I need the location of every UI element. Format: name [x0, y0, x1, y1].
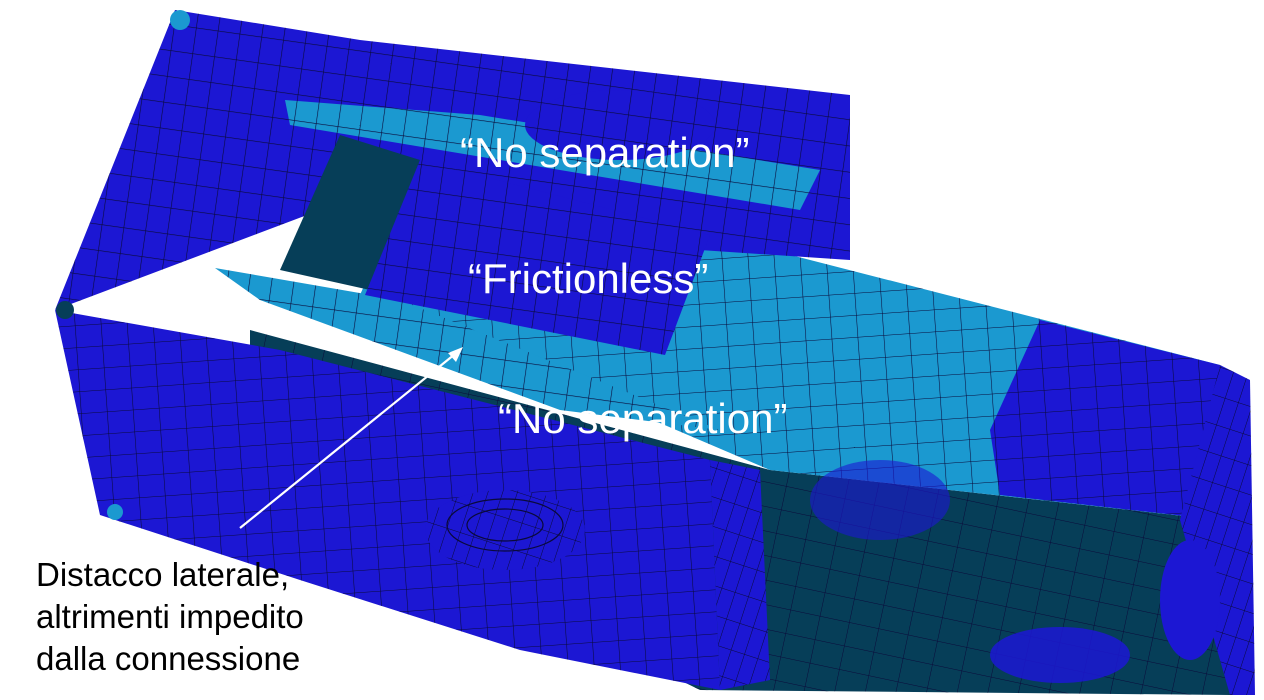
annotation-line: altrimenti impedito	[36, 598, 304, 635]
annotation-note: Distacco laterale, altrimenti impedito d…	[36, 554, 304, 680]
rear-pin-boss	[1160, 540, 1220, 660]
clevis-slot-shadow	[280, 135, 420, 290]
contact-label-frictionless: “Frictionless”	[468, 255, 709, 302]
annotation-arrow	[239, 347, 463, 529]
link-tongue	[365, 160, 710, 355]
contact-label-no-separation-bottom: “No separation”	[498, 395, 788, 442]
annotation-line: Distacco laterale,	[36, 556, 290, 593]
annotation-line: dalla connessione	[36, 640, 301, 677]
contact-label-no-separation-top: “No separation”	[460, 129, 750, 176]
